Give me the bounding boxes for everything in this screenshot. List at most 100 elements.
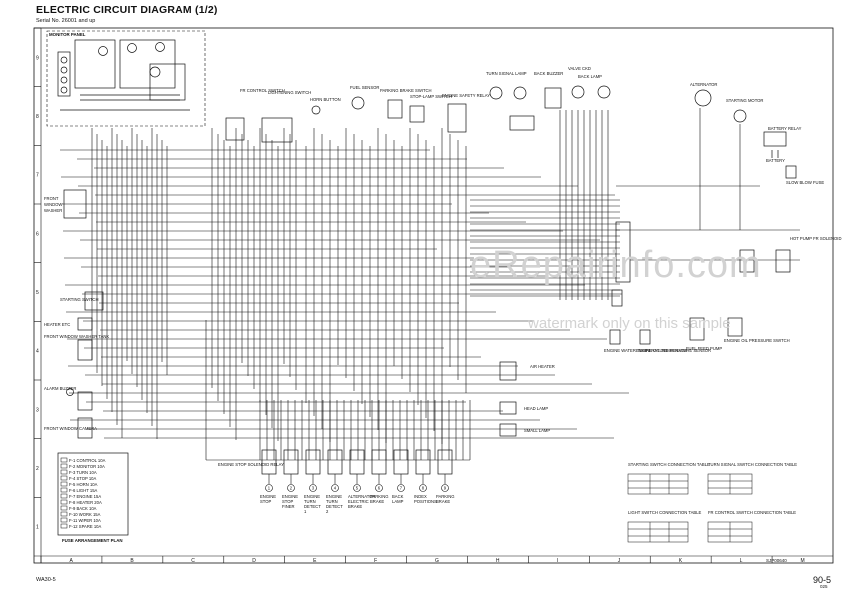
fuse-box <box>57 452 129 536</box>
column-label: F <box>374 558 377 564</box>
model-code: WA30-5 <box>36 577 56 583</box>
fuse-item: F-6 LIGHT 15A <box>69 488 98 493</box>
row-label: 6 <box>36 231 39 237</box>
component-label: ALTERNATOR <box>348 494 375 499</box>
component-label: TURN <box>304 499 316 504</box>
monitor-panel-box <box>46 30 206 127</box>
front-window-washer-tank-label: FRONT WINDOW WASHER TANK <box>44 334 109 339</box>
column-label: M <box>801 558 805 564</box>
battery-label: BATTERY <box>766 158 785 163</box>
component-label: BRAKE <box>348 504 362 509</box>
left-components <box>63 189 104 439</box>
column-label: B <box>130 558 134 564</box>
top-components <box>225 85 797 179</box>
component-number: 6 <box>378 486 381 491</box>
connection-tables <box>627 473 753 543</box>
stop-lamp-switch-label: STOP-LAMP SWITCH <box>410 94 452 99</box>
column-label: I <box>557 558 558 564</box>
starting-switch-label: STARTING SWITCH <box>60 297 98 302</box>
monitor-panel-label: MONITOR PANEL <box>49 32 86 37</box>
fuse-item: F-8 HEATER 20A <box>69 500 102 505</box>
column-label: G <box>435 558 439 564</box>
component-label: FINER <box>282 504 295 509</box>
relay <box>349 449 365 475</box>
horn-button-label: HORN BUTTON <box>310 97 341 102</box>
component-label: DETECT <box>326 504 343 509</box>
fuel-sensor-label: FUEL SENSOR <box>350 85 379 90</box>
column-label: D <box>252 558 256 564</box>
front-window-washer-label: FRONT <box>44 196 59 201</box>
starting-motor-label: STARTING MOTOR <box>726 98 763 103</box>
turn-signal-lamp-label: TURN SIGNAL LAMP <box>486 71 527 76</box>
component-number: 1 <box>268 486 271 491</box>
svg-text:WINDOW: WINDOW <box>44 202 62 207</box>
page-number: 90-5 <box>813 575 832 585</box>
head-lamp-label: HEAD LAMP <box>524 406 548 411</box>
page-subnumber: 025 <box>820 584 828 589</box>
component-label: STOP <box>260 499 272 504</box>
component-number: 5 <box>356 486 359 491</box>
engine-oil-pressure-label: ENGINE OIL PRESSURE SWITCH <box>724 338 790 343</box>
component-label: ENGINE <box>282 494 298 499</box>
watermark-main: eRepairinfo.com <box>470 244 762 286</box>
component-label: TURN <box>326 499 338 504</box>
column-label: H <box>496 558 500 564</box>
fuse-item: F-5 HORN 10A <box>69 482 98 487</box>
component-label: BACK <box>392 494 404 499</box>
relay <box>437 449 453 475</box>
lightening-switch-label: LIGHTENING SWITCH <box>268 90 311 95</box>
component-number: 4 <box>334 486 337 491</box>
monitor-gauges <box>57 39 190 111</box>
fuse-item: F-2 MONITOR 10A <box>69 464 105 469</box>
back-buzzer-label: BACK BUZZER <box>534 71 563 76</box>
component-number: 2 <box>290 486 293 491</box>
fuse-item: F-9 BACK 10A <box>69 506 97 511</box>
turn-signal-table-label: TURN SIGNAL SWITCH CONNECTION TABLE <box>708 462 797 467</box>
engine-water-temp-label: ENGINE WATER TEMPERATURE SENSOR <box>604 348 687 353</box>
component-number: 7 <box>400 486 403 491</box>
alarm-buzzer-label: ALARM BUZZER <box>44 386 76 391</box>
fuse-item: F-10 WORK 15A <box>69 512 101 517</box>
component-label: POSITIONS <box>414 499 437 504</box>
fuse-item: F-4 STOP 10A <box>69 476 97 481</box>
column-label: C <box>191 558 195 564</box>
right-components <box>499 221 791 437</box>
fuse-item: F-12 SPARE 10A <box>69 524 101 529</box>
parking-brake-switch-label: PARKING BRAKE SWITCH <box>380 88 432 93</box>
row-label: 8 <box>36 114 39 120</box>
fuse-item: F-11 WIPER 10A <box>69 518 101 523</box>
component-label: 2 <box>326 509 329 514</box>
row-label: 9 <box>36 55 39 61</box>
fr-control-table-label: FR CONTROL SWITCH CONNECTION TABLE <box>708 510 796 515</box>
column-label: E <box>313 558 317 564</box>
row-label: 3 <box>36 407 39 413</box>
column-label: A <box>69 558 73 564</box>
component-label: ENGINE <box>260 494 276 499</box>
fuse-arrangement-label: FUSE ARRANGEMENT PLAN <box>62 538 123 543</box>
reference-code: SJP00640 <box>766 558 787 563</box>
bottom-component-labels: 1ENGINESTOP2ENGINESTOPFINER3ENGINETURNDE… <box>260 484 455 514</box>
relay <box>283 449 299 475</box>
row-label: 4 <box>36 349 39 355</box>
row-label: 2 <box>36 466 39 472</box>
fuse-item: F-1 CONTROL 10A <box>69 458 106 463</box>
component-label: LAMP <box>392 499 404 504</box>
component-number: 3 <box>312 486 315 491</box>
air-heater-label: AIR HEATER <box>530 364 555 369</box>
back-lamp-label: BACK LAMP <box>578 74 602 79</box>
wiring-harness <box>60 108 800 461</box>
column-label: L <box>740 558 743 564</box>
serial-number: Serial No. 26001 and up <box>36 18 96 24</box>
battery-relay-label: BATTERY RELAY <box>768 126 802 131</box>
row-label: 1 <box>36 525 39 531</box>
component-label: INDEX <box>414 494 427 499</box>
component-label: BRAKE <box>370 499 384 504</box>
diagram-frame <box>33 27 834 564</box>
fuel-feed-pump-label: FUEL FEED PUMP <box>686 346 722 351</box>
relay <box>393 449 409 475</box>
bottom-relays <box>261 449 453 484</box>
heater-etc-label: HEATER ETC <box>44 322 70 327</box>
engine-oil-temp-label: ENGINE OIL TEMPERATURE SENSOR <box>636 348 711 353</box>
